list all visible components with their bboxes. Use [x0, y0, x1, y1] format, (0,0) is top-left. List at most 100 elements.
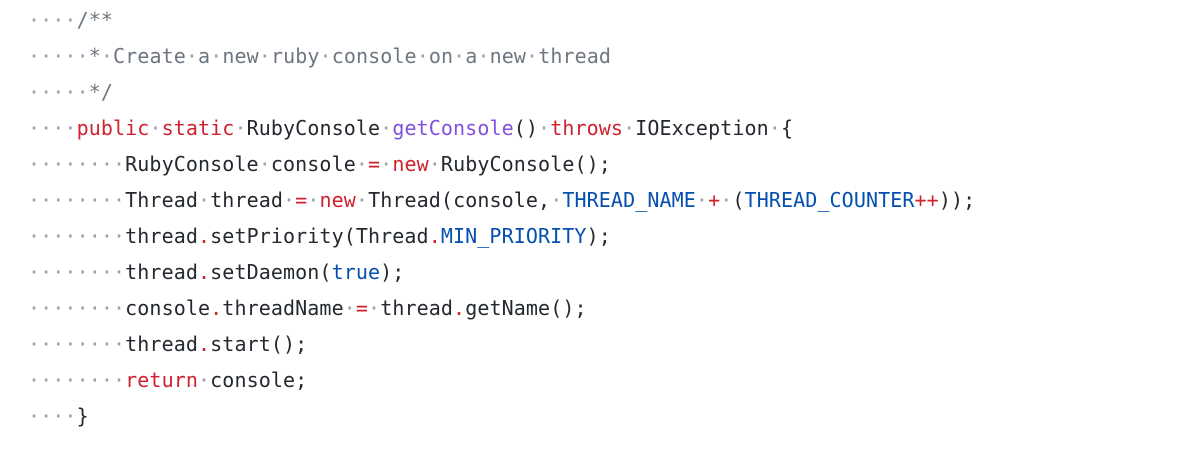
code-line[interactable]: ·····*/	[28, 74, 975, 110]
code-token: Thread(console,	[368, 188, 551, 212]
whitespace-marker: ·	[319, 44, 332, 68]
operator-token: ++	[914, 188, 939, 212]
constant-token: THREAD_NAME	[562, 188, 696, 212]
whitespace-marker: ········	[28, 368, 126, 392]
code-token: IOException	[635, 116, 769, 140]
whitespace-marker: ········	[28, 260, 126, 284]
keyword-token: throws	[550, 116, 624, 140]
operator-token: =	[368, 152, 381, 176]
keyword-token: return	[125, 368, 198, 392]
whitespace-marker: ········	[28, 188, 126, 212]
code-line[interactable]: ········console.threadName·=·thread.getN…	[28, 290, 975, 326]
whitespace-marker: ·	[380, 116, 393, 140]
operator-token: .	[198, 332, 211, 356]
whitespace-marker: ········	[28, 296, 126, 320]
comment-token: ruby	[270, 44, 320, 68]
keyword-token: public	[76, 116, 150, 140]
whitespace-marker: ·	[526, 44, 539, 68]
code-line[interactable]: ····public·static·RubyConsole·getConsole…	[28, 110, 975, 146]
code-token: ));	[938, 188, 976, 212]
code-token: RubyConsole	[125, 152, 259, 176]
whitespace-marker: ·	[720, 188, 733, 212]
operator-token: =	[355, 296, 369, 320]
whitespace-marker: ····	[28, 8, 77, 32]
comment-token: /**	[76, 8, 114, 32]
function-name-token: getConsole	[392, 116, 514, 140]
code-token: }	[76, 404, 89, 428]
whitespace-marker: ·	[695, 188, 709, 212]
operator-token: .	[428, 224, 441, 248]
whitespace-marker: ·	[623, 116, 636, 140]
whitespace-marker: ·····	[28, 44, 89, 68]
code-line[interactable]: ····}	[28, 398, 975, 434]
constant-token: THREAD_COUNTER	[744, 188, 915, 212]
code-token: thread	[125, 260, 198, 284]
whitespace-marker: ·	[477, 44, 490, 68]
code-token: console	[125, 296, 211, 320]
whitespace-marker: ·	[307, 188, 320, 212]
whitespace-marker: ·	[355, 152, 369, 176]
code-line[interactable]: ········return·console;	[28, 362, 975, 398]
whitespace-marker: ·	[258, 152, 271, 176]
comment-token: *	[88, 44, 101, 68]
whitespace-marker: ·	[198, 368, 211, 392]
code-line[interactable]: ········thread.setDaemon(true);	[28, 254, 975, 290]
whitespace-marker: ·	[453, 44, 466, 68]
whitespace-marker: ····	[28, 404, 77, 428]
whitespace-marker: ·	[538, 116, 551, 140]
code-token: );	[380, 260, 405, 284]
code-token: thread	[125, 332, 198, 356]
operator-token: +	[708, 188, 721, 212]
code-token: setPriority(Thread	[210, 224, 429, 248]
whitespace-marker: ·····	[28, 80, 89, 104]
whitespace-marker: ·	[185, 44, 199, 68]
code-token: getName();	[465, 296, 587, 320]
whitespace-marker: ·	[368, 296, 381, 320]
operator-token: .	[453, 296, 466, 320]
code-token: RubyConsole	[246, 116, 381, 140]
code-line[interactable]: ········thread.setPriority(Thread.MIN_PR…	[28, 218, 975, 254]
code-line[interactable]: ········RubyConsole·console·=·new·RubyCo…	[28, 146, 975, 182]
whitespace-marker: ·	[149, 116, 162, 140]
whitespace-marker: ·	[100, 44, 114, 68]
code-line[interactable]: ········thread.start();	[28, 326, 975, 362]
code-token: Thread	[125, 188, 198, 212]
code-token: thread	[125, 224, 198, 248]
code-token: {	[780, 116, 794, 140]
whitespace-marker: ·	[258, 44, 271, 68]
whitespace-marker: ········	[28, 224, 126, 248]
whitespace-marker: ·	[428, 152, 441, 176]
operator-token: .	[198, 224, 211, 248]
code-token: setDaemon(	[210, 260, 332, 284]
whitespace-marker: ····	[28, 116, 77, 140]
comment-token: console	[331, 44, 417, 68]
whitespace-marker: ·	[768, 116, 781, 140]
comment-token: a	[198, 44, 211, 68]
whitespace-marker: ·	[550, 188, 563, 212]
code-token: (	[732, 188, 745, 212]
comment-token: new	[222, 44, 259, 68]
whitespace-marker: ·	[343, 296, 356, 320]
code-token: console	[270, 152, 356, 176]
code-token: );	[586, 224, 611, 248]
whitespace-marker: ········	[28, 152, 126, 176]
code-token: ()	[513, 116, 539, 140]
whitespace-marker: ·	[210, 44, 223, 68]
code-line[interactable]: ·····*·Create·a·new·ruby·console·on·a·ne…	[28, 38, 975, 74]
code-token: threadName	[222, 296, 344, 320]
code-line[interactable]: ····/**	[28, 2, 975, 38]
code-line[interactable]: ········Thread·thread·=·new·Thread(conso…	[28, 182, 975, 218]
operator-token: .	[210, 296, 223, 320]
code-token: thread	[380, 296, 454, 320]
code-token: RubyConsole();	[440, 152, 611, 176]
constant-token: true	[331, 260, 381, 284]
code-editor[interactable]: ····/**·····*·Create·a·new·ruby·console·…	[28, 2, 975, 434]
constant-token: MIN_PRIORITY	[440, 224, 587, 248]
code-token: thread	[210, 188, 284, 212]
comment-token: new	[489, 44, 527, 68]
whitespace-marker: ·	[283, 188, 296, 212]
operator-token: =	[295, 188, 308, 212]
operator-token: .	[198, 260, 211, 284]
keyword-token: new	[319, 188, 356, 212]
whitespace-marker: ·	[234, 116, 247, 140]
